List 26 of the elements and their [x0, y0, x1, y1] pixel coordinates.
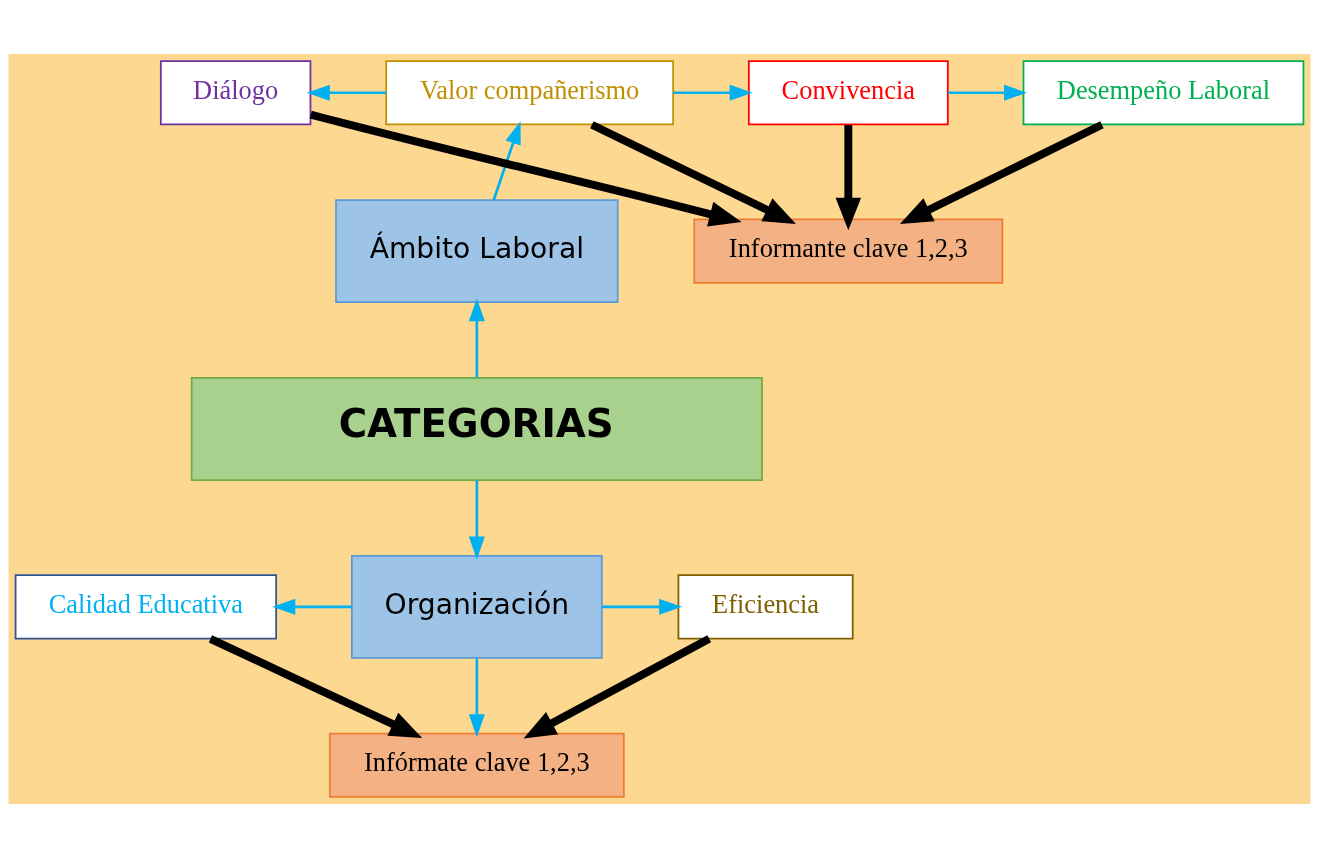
arrow [468, 479, 485, 559]
arrow [523, 634, 712, 738]
arrow [492, 120, 521, 200]
arrow [208, 634, 423, 738]
arrow [309, 110, 742, 226]
arrow [673, 84, 753, 101]
arrow [590, 120, 796, 224]
arrow [835, 124, 862, 230]
arrow [306, 84, 387, 101]
node-box: Ámbito Laboral [335, 198, 619, 303]
node-box: Desempeño Laboral [1022, 59, 1305, 125]
node-box: Convivencia [747, 59, 949, 125]
node-box: Informante clave 1,2,3 [693, 218, 1004, 284]
arrow [948, 84, 1027, 101]
arrow [602, 598, 683, 615]
arrow [468, 657, 485, 737]
node-box: Valor compañerismo [385, 59, 674, 125]
node-box: Eficiencia [677, 573, 854, 639]
arrow [899, 120, 1104, 224]
node-box: Diálogo [159, 59, 312, 125]
node-box: Infórmate clave 1,2,3 [328, 732, 625, 798]
node-box: CATEGORIAS [190, 376, 763, 481]
arrow [468, 297, 485, 378]
arrow [272, 598, 352, 615]
node-box: Calidad Educativa [14, 573, 277, 639]
node-box: Organización [350, 554, 603, 659]
